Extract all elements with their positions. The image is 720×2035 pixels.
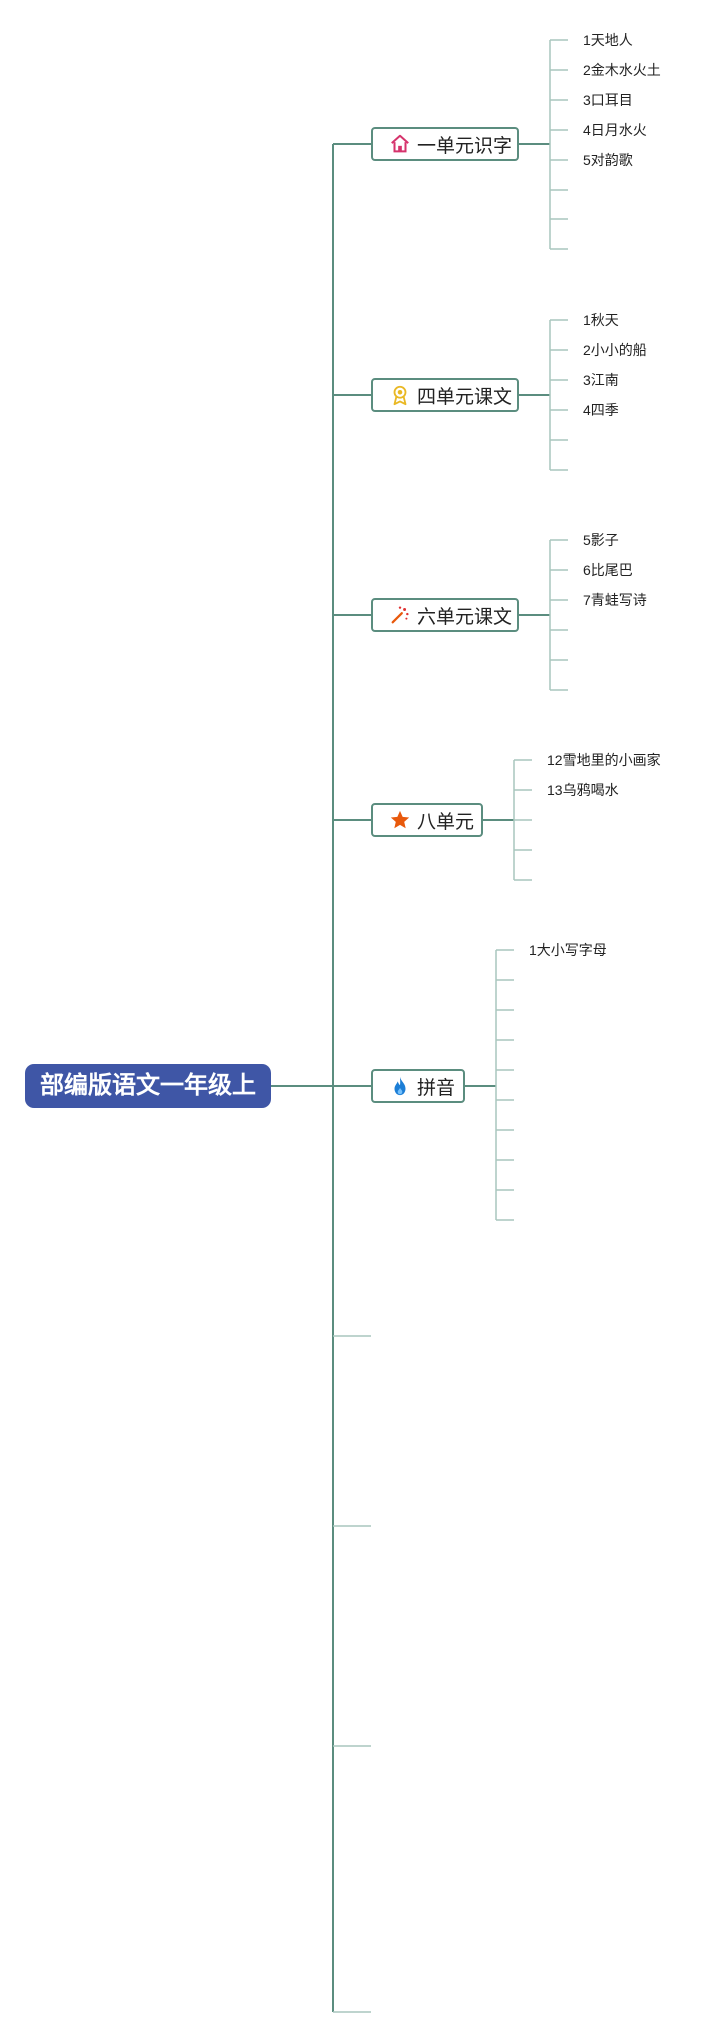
leaf-item[interactable]: 3江南 xyxy=(583,372,619,388)
leaf-item[interactable]: 2小小的船 xyxy=(583,342,647,358)
topic-unit-8[interactable]: 八单元 xyxy=(371,803,483,837)
topic-label: 八单元 xyxy=(417,811,475,833)
root-topic[interactable]: 部编版语文一年级上 xyxy=(25,1064,271,1108)
topic-pinyin[interactable]: 拼音 xyxy=(371,1069,465,1103)
topic-label: 六单元课文 xyxy=(417,606,513,628)
leaf-item[interactable]: 7青蛙写诗 xyxy=(583,592,647,608)
leaf-item[interactable]: 1大小写字母 xyxy=(529,942,607,958)
leaf-item[interactable]: 2金木水火土 xyxy=(583,62,661,78)
leaf-item[interactable]: 1天地人 xyxy=(583,32,633,48)
topic-unit-1[interactable]: 一单元识字 xyxy=(371,127,519,161)
leaf-item[interactable]: 1秋天 xyxy=(583,312,619,328)
leaf-item[interactable]: 12雪地里的小画家 xyxy=(547,752,661,768)
topic-label: 四单元课文 xyxy=(417,386,513,408)
topic-label: 一单元识字 xyxy=(417,135,513,157)
leaf-item[interactable]: 5影子 xyxy=(583,532,619,548)
leaf-item[interactable]: 4日月水火 xyxy=(583,122,647,138)
star-icon xyxy=(389,809,411,831)
leaf-item[interactable]: 13乌鸦喝水 xyxy=(547,782,619,798)
topic-unit-4[interactable]: 四单元课文 xyxy=(371,378,519,412)
leaf-item[interactable]: 6比尾巴 xyxy=(583,562,633,578)
topic-unit-6[interactable]: 六单元课文 xyxy=(371,598,519,632)
flame-icon xyxy=(389,1075,411,1097)
magic-wand-icon xyxy=(389,604,411,626)
award-ribbon-icon xyxy=(389,384,411,406)
home-icon xyxy=(389,133,411,155)
leaf-item[interactable]: 3口耳目 xyxy=(583,92,633,108)
leaf-item[interactable]: 5对韵歌 xyxy=(583,152,633,168)
leaf-item[interactable]: 4四季 xyxy=(583,402,619,418)
topic-label: 拼音 xyxy=(417,1077,456,1099)
